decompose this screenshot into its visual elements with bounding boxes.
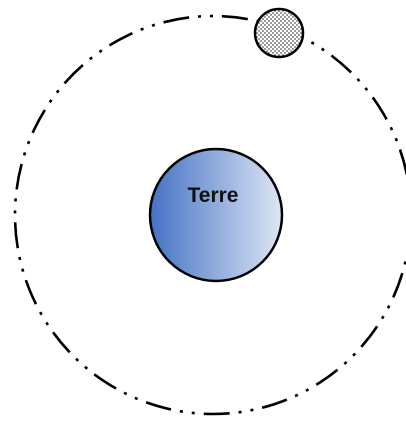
earth-label: Terre [188,184,239,207]
earth-disc [150,149,282,281]
moon [255,9,303,57]
moon-disc [255,9,303,57]
earth: Terre [150,149,282,281]
